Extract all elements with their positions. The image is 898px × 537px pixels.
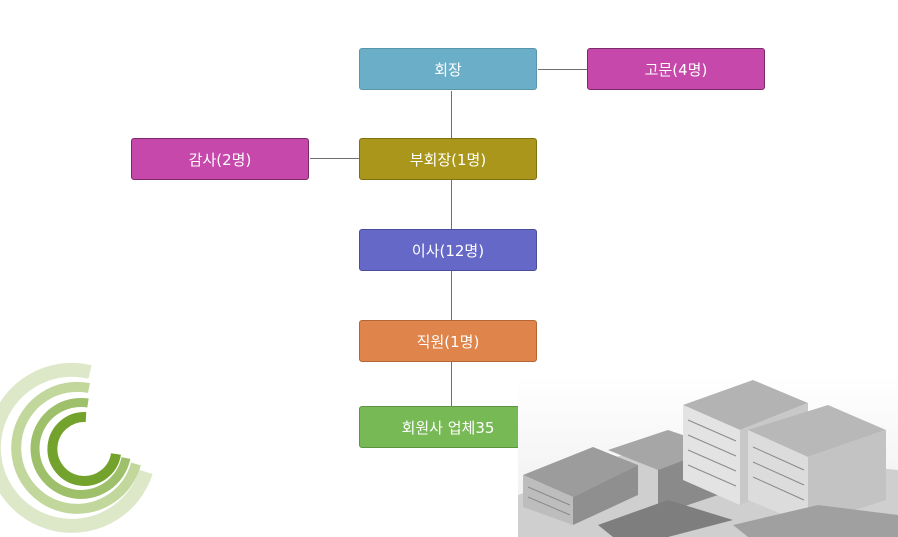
auditor-label: 감사(2명) <box>188 150 252 169</box>
auditor-box: 감사(2명) <box>131 138 309 180</box>
vice-chairman-label: 부회장(1명) <box>409 150 487 169</box>
connector-auditor-vice <box>310 158 360 159</box>
chairman-box: 회장 <box>359 48 537 90</box>
factory-building-photo <box>518 375 898 537</box>
advisor-label: 고문(4명) <box>644 60 708 79</box>
members-box: 회원사 업체35 <box>359 406 537 448</box>
directors-box: 이사(12명) <box>359 229 537 271</box>
green-concentric-arcs-icon <box>0 362 153 533</box>
vice-chairman-box: 부회장(1명) <box>359 138 537 180</box>
staff-box: 직원(1명) <box>359 320 537 362</box>
members-label: 회원사 업체35 <box>401 418 495 437</box>
directors-label: 이사(12명) <box>411 241 485 260</box>
chairman-label: 회장 <box>434 60 462 79</box>
advisor-box: 고문(4명) <box>587 48 765 90</box>
connector-chairman-advisor <box>538 69 587 70</box>
staff-label: 직원(1명) <box>416 332 480 351</box>
